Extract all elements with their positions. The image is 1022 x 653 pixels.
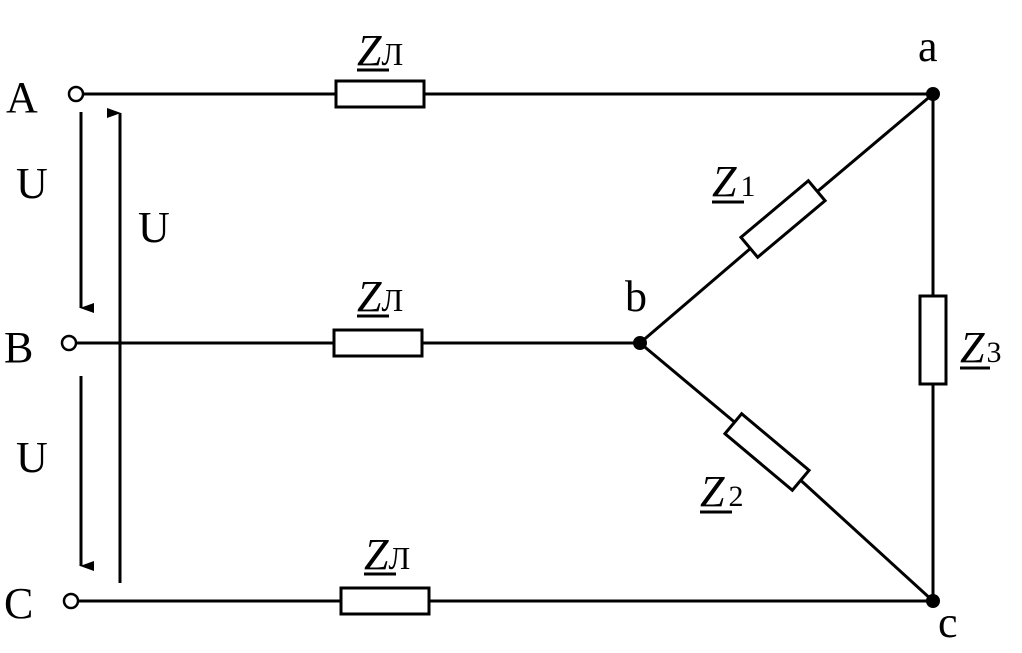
label-z3: Z3 [960, 323, 1001, 372]
svg-text:Z1: Z1 [712, 157, 755, 206]
zl-A-sub: Л [381, 36, 403, 72]
z3-main: Z [960, 323, 985, 372]
wire-branch-ab [639, 92, 934, 345]
terminal-C [62, 592, 80, 610]
label-zl-A: ZЛ [357, 26, 403, 75]
label-node-a: a [918, 22, 938, 71]
svg-text:ZЛ: ZЛ [357, 26, 403, 75]
node-a [926, 87, 940, 101]
node-b [633, 336, 647, 350]
zl-C-main: Z [364, 530, 389, 579]
zl-A-main: Z [357, 26, 382, 75]
label-zl-B: ZЛ [357, 272, 403, 321]
label-zl-C: ZЛ [364, 530, 410, 579]
svg-text:Z3: Z3 [960, 323, 1001, 372]
svg-text:Z2: Z2 [700, 467, 743, 516]
label-terminal-B: B [4, 323, 33, 372]
terminal-A [67, 85, 85, 103]
resistor-zl-C [339, 586, 431, 616]
label-terminal-A: A [6, 73, 38, 122]
z1-main: Z [712, 157, 737, 206]
svg-text:ZЛ: ZЛ [357, 272, 403, 321]
resistor-zl-B [332, 328, 424, 358]
z2-sub: 2 [728, 480, 743, 513]
label-node-b: b [625, 272, 647, 321]
label-voltage-bc: U [16, 433, 48, 482]
resistor-z3 [918, 294, 948, 386]
resistor-zl-A [334, 79, 426, 109]
zl-B-main: Z [357, 272, 382, 321]
z2-main: Z [700, 467, 725, 516]
svg-text:ZЛ: ZЛ [364, 530, 410, 579]
resistor-z2 [722, 411, 812, 493]
node-c [926, 594, 940, 608]
zl-C-sub: Л [388, 540, 410, 576]
resistor-z1 [738, 178, 828, 260]
z1-sub: 1 [740, 170, 755, 203]
label-terminal-C: C [4, 579, 33, 628]
label-node-c: c [938, 598, 958, 647]
wire-branch-bc [639, 341, 935, 603]
z3-sub: 3 [986, 336, 1001, 369]
label-voltage-ca: U [138, 203, 170, 252]
terminal-B [60, 334, 78, 352]
label-voltage-ab: U [16, 159, 48, 208]
zl-B-sub: Л [381, 282, 403, 318]
